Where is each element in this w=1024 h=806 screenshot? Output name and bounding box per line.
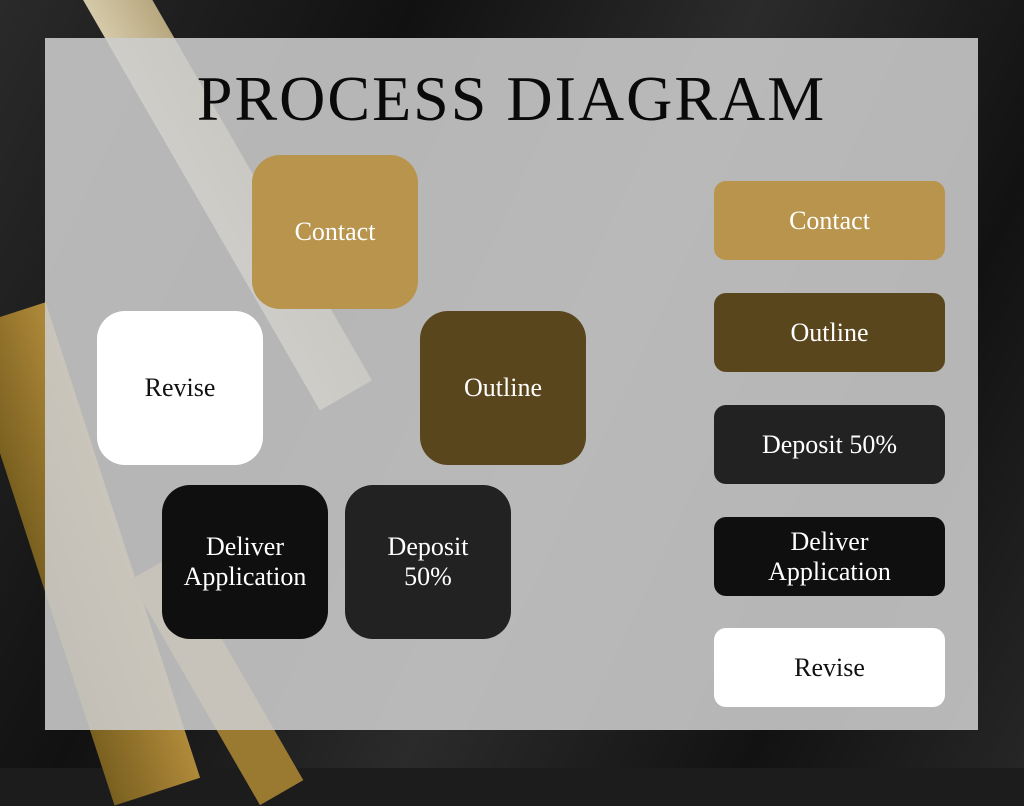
list-step-deposit: Deposit 50% [714,405,945,484]
cycle-step-deliver: Deliver Application [162,485,328,639]
list-step-revise: Revise [714,628,945,707]
list-step-contact: Contact [714,181,945,260]
page-title: PROCESS DIAGRAM [196,63,827,134]
list-step-outline: Outline [714,293,945,372]
cycle-step-outline: Outline [420,311,586,465]
list-step-deliver: Deliver Application [714,517,945,596]
cycle-step-contact: Contact [252,155,418,309]
cycle-step-revise: Revise [97,311,263,465]
cycle-step-deposit: Deposit 50% [345,485,511,639]
